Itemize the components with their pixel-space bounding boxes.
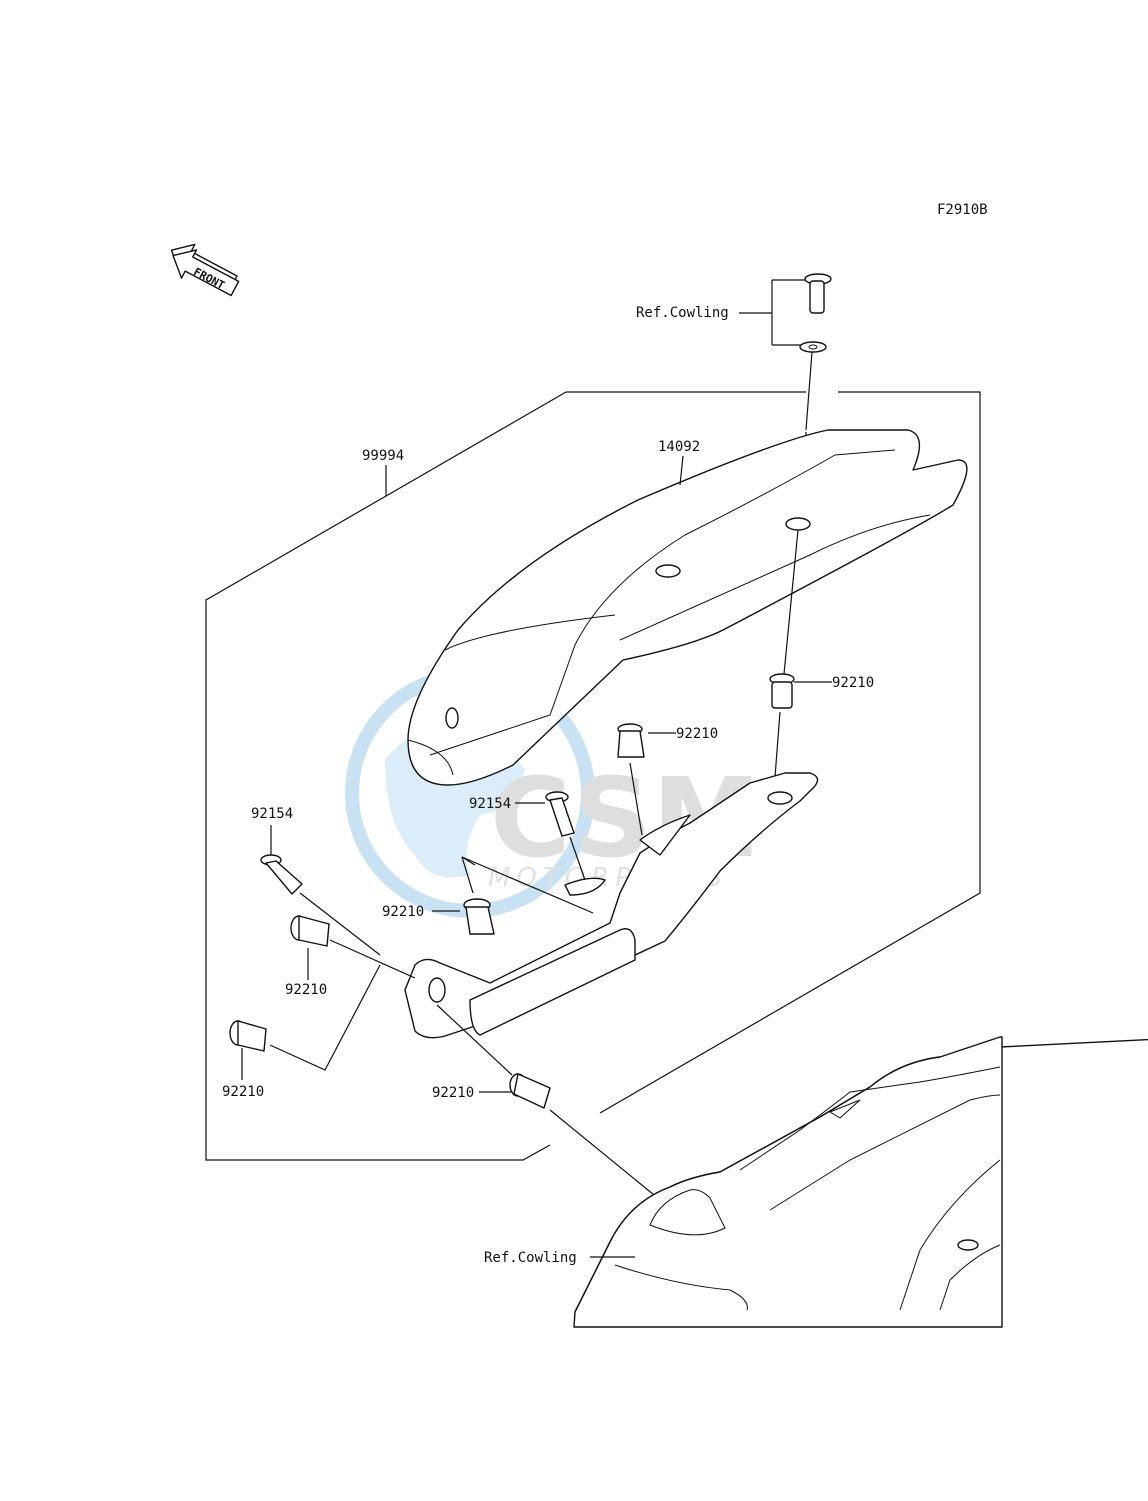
ref-cowling-bottom-label: Ref.Cowling (484, 1250, 577, 1266)
grommet-upper-right-label: 92210 (832, 675, 874, 691)
grommet-left-lower: 92210 (222, 964, 381, 1100)
kit-outline (205, 391, 981, 1161)
grommet-left-upper: 92210 (285, 915, 416, 998)
bracket (404, 772, 819, 1039)
kit-label: 99994 (362, 448, 404, 464)
grommet-bottom: 92210 (432, 1004, 671, 1209)
grommet-center: 92210 (382, 856, 594, 935)
ref-cowling-top-label: Ref.Cowling (636, 305, 729, 321)
ref-cowling-bottom: Ref.Cowling (484, 1036, 1148, 1328)
seat-cover-14092: 14092 (407, 429, 968, 786)
bolt-mid: 92154 (469, 791, 586, 881)
grommet-bottom-label: 92210 (432, 1085, 474, 1101)
front-arrow-icon: FRONT (170, 243, 240, 297)
grommet-mid-label: 92210 (676, 726, 718, 742)
washer-icon (799, 341, 827, 353)
kit-callout: 99994 (362, 448, 404, 496)
grommet-left-lower-label: 92210 (222, 1084, 264, 1100)
grommet-center-label: 92210 (382, 904, 424, 920)
grommet-mid: 92210 (617, 723, 718, 836)
diagram-code: F2910B (937, 202, 988, 218)
bolt-mid-label: 92154 (469, 796, 511, 812)
cover-label: 14092 (658, 439, 700, 455)
bolt-left: 92154 (251, 806, 381, 956)
grommet-left-upper-label: 92210 (285, 982, 327, 998)
bolt-icon (804, 273, 832, 314)
bolt-left-label: 92154 (251, 806, 293, 822)
